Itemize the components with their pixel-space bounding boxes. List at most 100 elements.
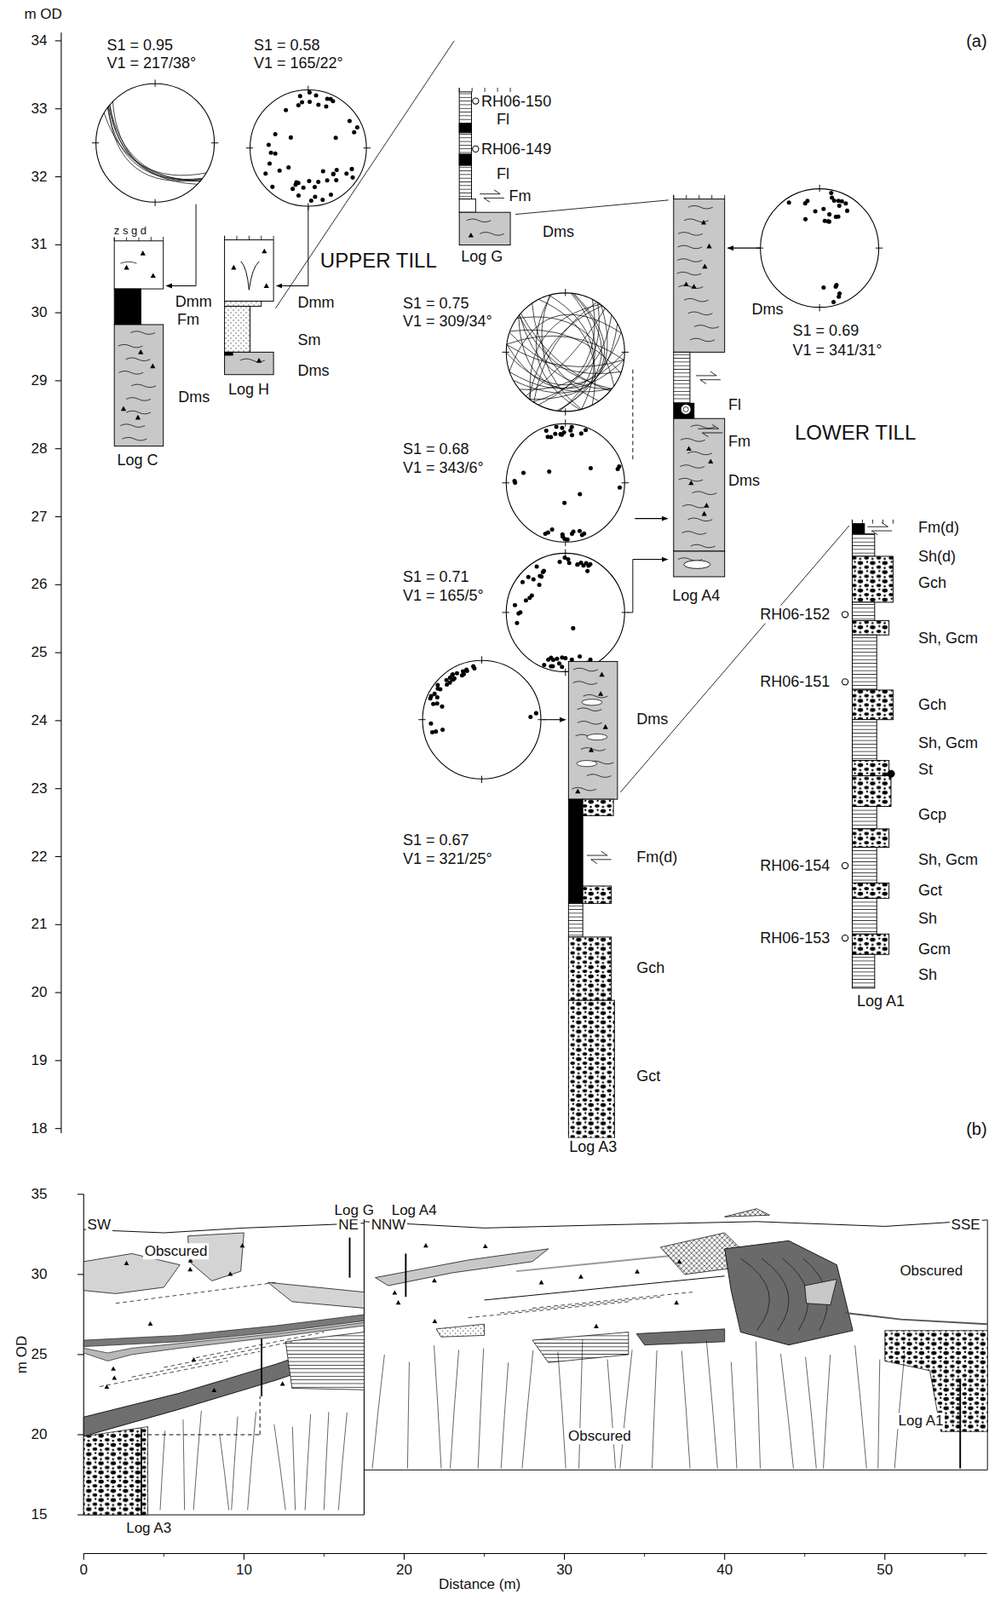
- log-unit: [851, 556, 893, 603]
- facies-code: Fl: [726, 395, 743, 414]
- net-tick: [211, 142, 219, 144]
- fabric-line: [99, 1360, 228, 1386]
- clast-pole: [316, 179, 321, 184]
- clast-pole: [312, 184, 317, 190]
- axis-title: m OD: [22, 5, 64, 23]
- clast-pole: [528, 714, 533, 719]
- clast-pole: [290, 186, 295, 191]
- great-circle: [559, 293, 596, 411]
- net-tick: [155, 79, 156, 87]
- sample-point: [472, 145, 479, 152]
- log-position: [260, 1338, 263, 1397]
- clast-pole: [451, 677, 456, 682]
- unit-heading: UPPER TILL: [318, 248, 439, 273]
- grain-scale-tick: [114, 236, 115, 242]
- fabric-statistic: S1 = 0.95: [104, 35, 175, 54]
- fabric-line: [690, 425, 716, 429]
- clast-pole: [554, 656, 559, 662]
- grain-scale-tick: [872, 519, 874, 524]
- orientation-label: NNW: [369, 1216, 409, 1234]
- grain-scale-tick: [484, 87, 486, 92]
- clast-pole: [323, 104, 328, 110]
- facies-code: Fl: [494, 110, 512, 129]
- tick-label: 24: [29, 712, 50, 730]
- clast-pole: [787, 200, 792, 205]
- clast-triangle: [432, 1318, 438, 1323]
- grain-scale-tick: [698, 195, 700, 200]
- clast-triangle: [683, 281, 689, 287]
- clast-pole: [460, 668, 466, 673]
- clast-pole: [312, 194, 317, 199]
- log-position: [959, 1378, 961, 1468]
- facies-code: Dms: [750, 300, 786, 319]
- log-unit: [851, 620, 889, 635]
- clast-triangle: [103, 1384, 110, 1389]
- clast-pole: [836, 214, 841, 219]
- clast-pole: [537, 573, 542, 578]
- clast-pole: [306, 178, 311, 184]
- scree-line: [274, 1424, 286, 1511]
- great-circle: [107, 107, 203, 179]
- clast-pole: [833, 284, 839, 289]
- sand-lens: [684, 560, 711, 570]
- clast-pole: [579, 431, 584, 436]
- axis-tick: [55, 719, 62, 721]
- grain-scale-tick: [126, 236, 127, 242]
- stereonet: [506, 293, 625, 412]
- fabric-line: [680, 438, 706, 443]
- axis-line: [60, 32, 62, 1133]
- clast-pole: [430, 730, 435, 735]
- net-tick: [501, 482, 509, 483]
- clast-pole: [569, 432, 575, 437]
- clast-pole: [273, 151, 278, 156]
- clast-pole: [460, 672, 465, 678]
- facies-code: Gcm: [916, 940, 953, 959]
- clast-triangle: [701, 264, 708, 270]
- clast-triangle: [111, 1374, 117, 1380]
- facies-code: Dms: [296, 362, 332, 380]
- clast-pole: [822, 218, 828, 224]
- clast-pole: [309, 198, 314, 203]
- clast-triangle: [391, 1289, 397, 1294]
- tick-label: 30: [554, 1561, 575, 1579]
- scree-line: [620, 1349, 633, 1468]
- clast-pole: [351, 130, 357, 135]
- sample-id: RH06-151: [758, 672, 832, 691]
- axis-tick: [55, 40, 62, 41]
- concretion: [683, 406, 689, 412]
- great-circle: [517, 316, 615, 386]
- axis-tick: [55, 584, 62, 586]
- clast-pole: [526, 575, 531, 580]
- net-tick: [564, 288, 566, 296]
- facies-code: Sm: [296, 331, 323, 350]
- stereonet: [96, 83, 215, 202]
- sample-point: [841, 934, 848, 941]
- log-unit: [851, 602, 874, 621]
- correlation-line: [275, 40, 455, 309]
- clast-pole: [803, 217, 808, 222]
- fabric-line: [677, 271, 702, 276]
- facies-code: Sh, Gcm: [916, 628, 980, 647]
- till-lens: [805, 1279, 838, 1306]
- clast-pole: [531, 577, 536, 582]
- fabric-line: [132, 1351, 260, 1377]
- great-circle: [109, 104, 202, 181]
- fabric-line: [684, 298, 709, 302]
- fold-line: [740, 1258, 770, 1331]
- facies-code: Dms: [726, 471, 762, 490]
- grain-scale-tick: [711, 195, 713, 200]
- clast-triangle: [423, 1242, 429, 1248]
- net-tick: [564, 419, 566, 426]
- scree-line: [855, 1345, 868, 1468]
- clast-pole: [821, 207, 826, 212]
- clast-triangle: [575, 788, 581, 794]
- scree-line: [449, 1349, 459, 1468]
- clast-pole: [803, 201, 808, 206]
- clast-pole: [550, 527, 555, 532]
- unit-heading: LOWER TILL: [793, 420, 918, 445]
- clast-pole: [435, 695, 440, 700]
- fabric-line: [121, 437, 147, 441]
- net-tick: [819, 184, 821, 192]
- gravel-unit: [568, 937, 611, 1001]
- clast-pole: [559, 425, 564, 431]
